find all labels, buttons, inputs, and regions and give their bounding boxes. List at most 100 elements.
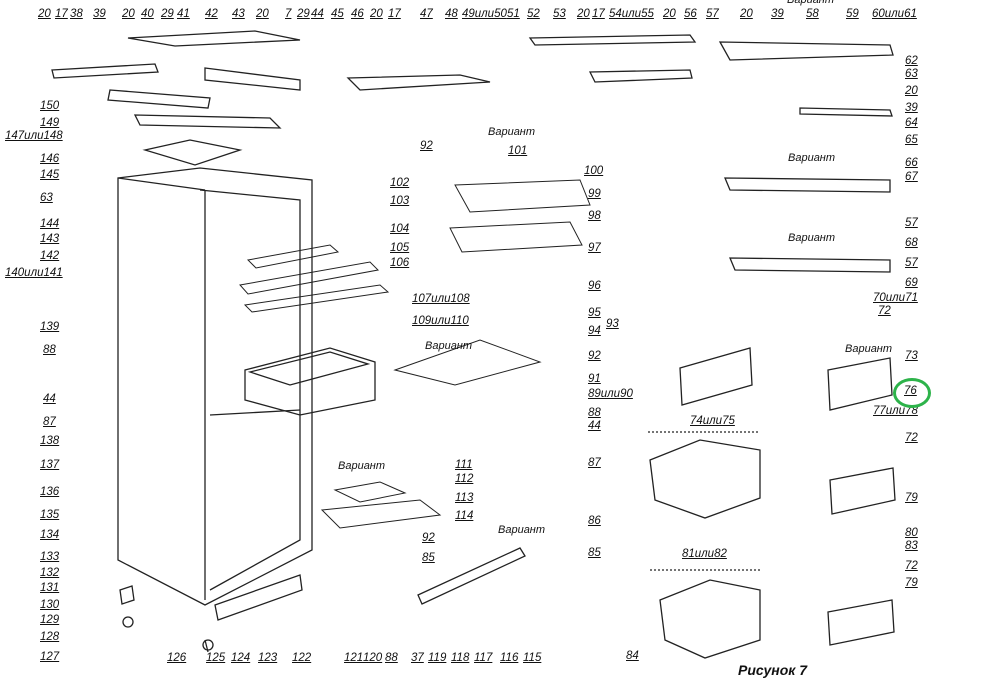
part-callout: 66 — [905, 157, 918, 169]
part-callout: 106 — [390, 257, 410, 269]
part-callout: 68 — [905, 237, 918, 249]
glass-shelves — [393, 179, 591, 386]
part-callout: 20 — [370, 8, 383, 20]
part-callout: 92 — [420, 140, 433, 152]
drawers — [648, 347, 896, 659]
trays — [320, 481, 442, 529]
part-callout: 49или50 — [462, 8, 507, 20]
part-callout: 103 — [390, 195, 410, 207]
part-callout: 94 — [588, 325, 601, 337]
part-callout: 85 — [422, 552, 435, 564]
part-callout: 65 — [905, 134, 918, 146]
part-callout: 104 — [390, 223, 410, 235]
part-callout: 99 — [588, 188, 601, 200]
part-callout: 44 — [311, 8, 324, 20]
figure-caption: Рисунок 7 — [738, 662, 808, 678]
part-callout: 107или108 — [412, 293, 470, 305]
part-callout: 57 — [706, 8, 719, 20]
part-callout: 133 — [40, 551, 60, 563]
part-callout: 143 — [40, 233, 60, 245]
part-callout: 70или71 — [873, 292, 918, 304]
part-callout: 52 — [527, 8, 540, 20]
part-callout: 63 — [905, 68, 918, 80]
part-callout: 44 — [588, 420, 601, 432]
part-callout: 125 — [206, 652, 226, 664]
part-callout: 80 — [905, 527, 918, 539]
part-callout: 87 — [588, 457, 601, 469]
bottom-parts — [119, 547, 526, 653]
part-callout: 46 — [351, 8, 364, 20]
part-callout: 29 — [297, 8, 310, 20]
part-callout: 20 — [122, 8, 135, 20]
part-callout: 117 — [474, 652, 493, 664]
part-callout: 136 — [40, 486, 60, 498]
top-panel — [51, 30, 301, 166]
part-callout: 17 — [55, 8, 68, 20]
part-callout: 144 — [40, 218, 60, 230]
part-callout: 93 — [606, 318, 619, 330]
part-callout: 135 — [40, 509, 60, 521]
part-callout: 139 — [40, 321, 60, 333]
variant-label: Вариант — [788, 232, 836, 244]
part-callout: 121 — [344, 652, 364, 664]
part-callout: 132 — [40, 567, 60, 579]
part-callout: 60или61 — [872, 8, 917, 20]
part-callout: 72 — [905, 432, 918, 444]
part-callout: 122 — [292, 652, 312, 664]
part-callout: 62 — [905, 55, 918, 67]
part-callout: 100 — [584, 165, 604, 177]
part-callout: 129 — [40, 614, 60, 626]
part-callout: 47 — [420, 8, 433, 20]
part-callout: 57 — [905, 257, 918, 269]
part-callout: 20 — [38, 8, 51, 20]
variant-label: Вариант — [845, 343, 893, 355]
cabinet — [117, 167, 313, 606]
part-callout: 123 — [258, 652, 278, 664]
part-callout: 44 — [43, 393, 56, 405]
part-callout: 20 — [577, 8, 590, 20]
part-callout: 116 — [500, 652, 519, 664]
part-callout: 79 — [905, 492, 918, 504]
part-callout: 120 — [363, 652, 383, 664]
part-callout: 45 — [331, 8, 344, 20]
part-callout: 92 — [588, 350, 601, 362]
variant-label: Вариант — [498, 524, 546, 536]
part-callout: 37 — [411, 652, 424, 664]
part-callout: 105 — [390, 242, 410, 254]
part-callout: 67 — [905, 171, 918, 183]
part-callout: 54или55 — [609, 8, 654, 20]
part-callout: 111 — [455, 459, 473, 471]
variant-label: Вариант — [425, 340, 473, 352]
part-callout: 17 — [592, 8, 605, 20]
part-callout: 98 — [588, 210, 601, 222]
variant-label: Вариант — [787, 0, 835, 6]
part-callout: 69 — [905, 277, 918, 289]
part-callout: 39 — [93, 8, 106, 20]
part-callout: 112 — [455, 473, 474, 485]
part-callout: 115 — [523, 652, 542, 664]
freezer-tray — [244, 347, 376, 416]
part-callout: 64 — [905, 117, 918, 129]
part-callout: 140или141 — [5, 267, 63, 279]
part-callout: 48 — [445, 8, 458, 20]
part-callout: 39 — [905, 102, 918, 114]
part-callout: 81или82 — [682, 548, 727, 560]
part-callout: 20 — [905, 85, 918, 97]
variant-label: Вариант — [488, 126, 536, 138]
part-callout: 83 — [905, 540, 918, 552]
part-callout: 51 — [507, 8, 520, 20]
shelves — [239, 244, 390, 313]
part-callout: 130 — [40, 599, 60, 611]
part-callout: 147или148 — [5, 130, 63, 142]
part-callout: 74или75 — [690, 415, 735, 427]
part-callout: 58 — [806, 8, 819, 20]
top-trims — [346, 34, 894, 273]
part-callout: 84 — [626, 650, 639, 662]
part-callout: 88 — [588, 407, 601, 419]
part-callout: 126 — [167, 652, 187, 664]
part-callout: 92 — [422, 532, 435, 544]
part-callout: 142 — [40, 250, 60, 262]
part-callout: 124 — [231, 652, 251, 664]
part-callout: 39 — [771, 8, 784, 20]
